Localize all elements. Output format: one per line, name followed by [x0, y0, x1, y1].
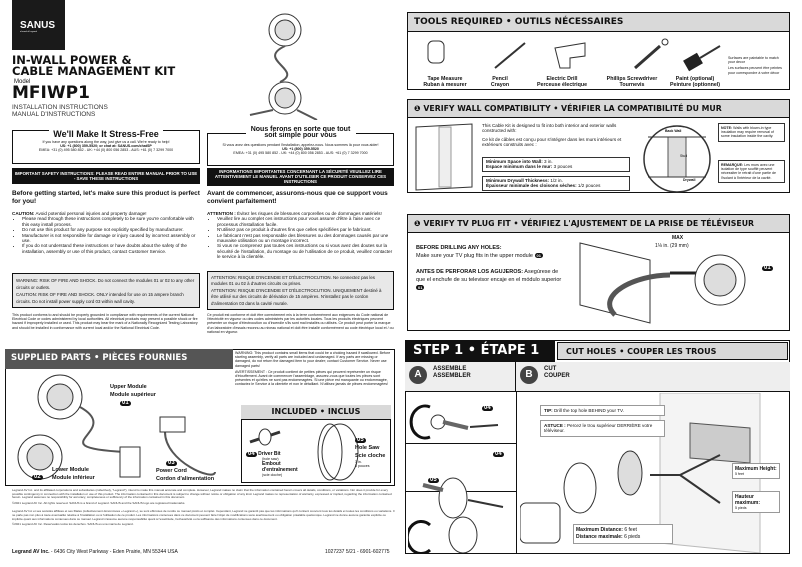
support-box-fr: Nous ferons en sorte que tout soit simpl… — [207, 126, 394, 166]
badge-04: 04 — [493, 451, 504, 457]
step1-label: STEP 1 • ÉTAPE 1 — [405, 340, 555, 362]
wall-cross-section — [643, 125, 711, 193]
wall-illustration — [415, 123, 473, 191]
part-04-label: 04 Driver Bit(hole saw)Embout d'entraîne… — [246, 451, 298, 478]
model-label: Model — [14, 79, 31, 85]
warning-box-en: WARNING: RISK OF FIRE AND SHOCK. Do not … — [12, 273, 200, 308]
wall-remarque: REMARQUE: Les murs avec une isolation de… — [718, 160, 785, 183]
tool-paint: Paint (optional)Peinture (optionnel) — [669, 76, 721, 88]
step1-section — [405, 340, 790, 554]
legal-text: Legrand AV Inc. and its affiliated corpo… — [12, 488, 395, 527]
module-01-badge: 01 — [762, 265, 773, 271]
badge-04: 04 — [482, 405, 493, 411]
step1-title: CUT HOLES • COUPER LES TROUS — [557, 342, 788, 360]
model-number: MFIWP1 — [12, 83, 90, 103]
tip-box: TIP: Drill the top hole BEHIND your TV. — [540, 405, 665, 417]
wall-note: NOTE: Walls with blown-in type insulatio… — [718, 123, 785, 142]
back-wall-label: Back Wall — [665, 129, 682, 133]
support-box-en: We'll Make It Stress-Free If you have an… — [12, 129, 200, 164]
astuce-box: ASTUCE : Percez le trou supérieur DERRIÈ… — [540, 420, 665, 437]
tv-plug-illustration — [579, 242, 746, 324]
intro-en: Before getting started, let's make sure … — [12, 190, 200, 205]
badge-05: 05 — [428, 477, 439, 483]
included-illustration — [249, 423, 359, 481]
safety-banner-en: IMPORTANT SAFETY INSTRUCTIONS: PLEASE RE… — [12, 168, 200, 185]
supplied-parts-illustration — [17, 374, 216, 480]
safety-banner-fr: INFORMATIONS IMPORTANTES CONCERNANT LA S… — [207, 168, 394, 186]
wall-req-drywall: Minimum Drywall Thickness: 1/2 in.Épaiss… — [482, 176, 630, 191]
supplied-parts-title: SUPPLIED PARTS • PIÈCES FOURNIES — [5, 349, 233, 369]
wall-compat-title: VERIFY WALL COMPATIBILITY • VÉRIFIER LA … — [423, 104, 722, 113]
supplied-warning: WARNING: This product contains small ite… — [235, 351, 391, 387]
tools-title: TOOLS REQUIRED • OUTILS NÉCESSAIRES — [408, 13, 789, 32]
max-height-en: Maximum Height:5 feet — [732, 463, 780, 480]
alert-icon: ❶ — [414, 219, 424, 228]
divider — [405, 443, 516, 444]
tools-section: TOOLS REQUIRED • OUTILS NÉCESSAIRES — [407, 12, 790, 90]
caution-fr: ATTENTION : Évitez les risques de blessu… — [207, 211, 395, 260]
tools-illustrations — [427, 38, 721, 72]
wall-intro: This Cable Kit is designed to fit into b… — [482, 123, 622, 148]
wall-compat-section: ❶ VERIFY WALL COMPATIBILITY • VÉRIFIER L… — [407, 99, 790, 193]
wall-req-space: Minimum Space into Wall: 3 in.Espace min… — [482, 157, 630, 172]
tv-plug-title: VERIFY TV PLUG FIT • VÉRIFIEZ L'AJUSTEME… — [423, 219, 755, 228]
intro-fr: Avant de commencer, assurons-nous que ce… — [207, 190, 388, 205]
warning-box-fr: ATTENTION: RISQUE D'INCENDIE ET D'ÉLECTR… — [207, 271, 394, 310]
assemble-illustration — [408, 404, 504, 553]
max-dimension: 1⅛ in. (29 mm) — [655, 243, 689, 249]
conformance-en: This product conforms to and should be p… — [12, 313, 198, 330]
alert-icon: ❶ — [414, 104, 424, 113]
page-title: IN-WALL POWER &CABLE MANAGEMENT KIT — [12, 53, 176, 78]
caution-en: CAUTION: Avoid potential personal injuri… — [12, 211, 200, 254]
tv-plug-section: ❶ VERIFY TV PLUG FIT • VÉRIFIEZ L'AJUSTE… — [407, 214, 790, 331]
stud-label: Stud — [680, 154, 688, 158]
included-title: INCLUDED • INCLUS — [241, 405, 391, 420]
document-code: 1027237 5/21 - 6901-602775 — [325, 549, 390, 555]
tv-plug-text: BEFORE DRILLING ANY HOLES:Make sure your… — [416, 245, 562, 290]
max-height-fr: Hauteur maximum:5 pieds — [732, 491, 780, 514]
drywall-label: Drywall — [683, 178, 696, 182]
company-address: Legrand AV Inc. - 6436 City West Parkway… — [12, 549, 178, 555]
product-illustration — [249, 13, 318, 120]
divider — [516, 392, 517, 554]
conformance-fr: Ce produit est conforme et doit être cor… — [207, 313, 394, 334]
paint-note: Surfaces are paintable to match your dec… — [728, 56, 782, 75]
max-label: MAX — [672, 235, 684, 241]
